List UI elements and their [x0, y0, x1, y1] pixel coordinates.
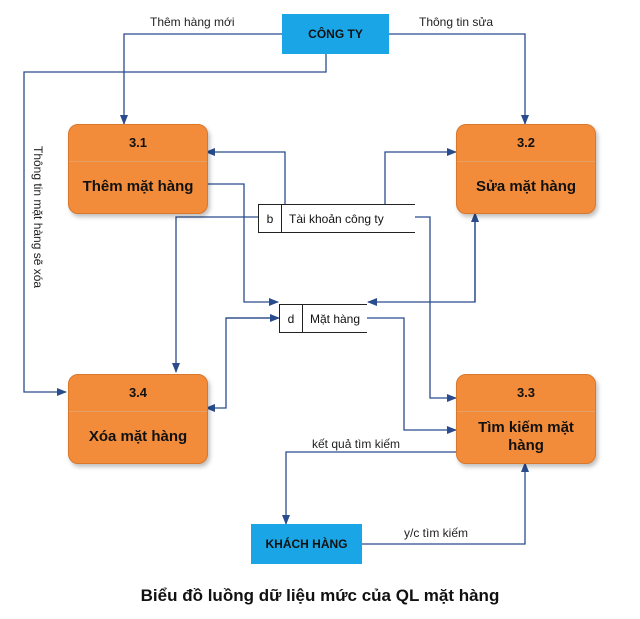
- flow-account-to-edit: [384, 148, 457, 204]
- flow-edit-info: [389, 33, 529, 125]
- diagram-caption: Biểu đồ luồng dữ liệu mức của QL mặt hàn…: [140, 586, 500, 605]
- process-id: 3.1: [69, 125, 207, 162]
- process-add-item: 3.1 Thêm mặt hàng: [68, 124, 208, 214]
- process-label: Sửa mặt hàng: [475, 177, 577, 195]
- flow-goods-delete: [205, 317, 278, 412]
- process-id: 3.4: [69, 375, 207, 412]
- process-id: 3.2: [457, 125, 595, 162]
- flow-search-result: [282, 451, 456, 525]
- process-delete-item: 3.4 Xóa mặt hàng: [68, 374, 208, 464]
- entity-customer-label: KHÁCH HÀNG: [265, 537, 348, 551]
- data-store-id: d: [280, 305, 303, 332]
- flow-account-to-delete: [172, 216, 258, 373]
- flow-add-new: [120, 33, 282, 125]
- flow-label-edit-info: Thông tin sửa: [419, 15, 494, 29]
- flow-label-add-new: Thêm hàng mới: [150, 15, 235, 29]
- flow-label-delete-info: Thông tin mặt hàng sẽ xóa: [31, 146, 45, 289]
- process-id: 3.3: [457, 375, 595, 412]
- process-label: Thêm mặt hàng: [82, 177, 194, 195]
- flow-add-to-goods: [206, 183, 279, 306]
- data-store-name: Mặt hàng: [310, 311, 361, 326]
- process-label: Tìm kiếm mặt hàng: [478, 418, 574, 454]
- process-label: Xóa mặt hàng: [88, 427, 188, 445]
- data-store-id: b: [259, 205, 282, 232]
- entity-company: CÔNG TY: [282, 14, 389, 54]
- data-store-goods: d Mặt hàng: [279, 304, 367, 333]
- flow-label-search-result: kết quả tìm kiếm: [312, 437, 401, 451]
- entity-customer: KHÁCH HÀNG: [251, 524, 362, 564]
- flow-delete-info: [23, 54, 327, 396]
- flow-search-request: [362, 462, 529, 545]
- flow-goods-to-search: [366, 317, 457, 434]
- entity-company-label: CÔNG TY: [308, 27, 363, 41]
- process-search-item: 3.3 Tìm kiếm mặt hàng: [456, 374, 596, 464]
- flow-account-to-add: [205, 148, 286, 204]
- data-store-company-account: b Tài khoản công ty: [258, 204, 415, 233]
- process-edit-item: 3.2 Sửa mặt hàng: [456, 124, 596, 214]
- data-store-name: Tài khoản công ty: [289, 211, 384, 226]
- flow-label-search-request: y/c tìm kiếm: [404, 526, 469, 540]
- flow-account-to-search: [414, 216, 457, 402]
